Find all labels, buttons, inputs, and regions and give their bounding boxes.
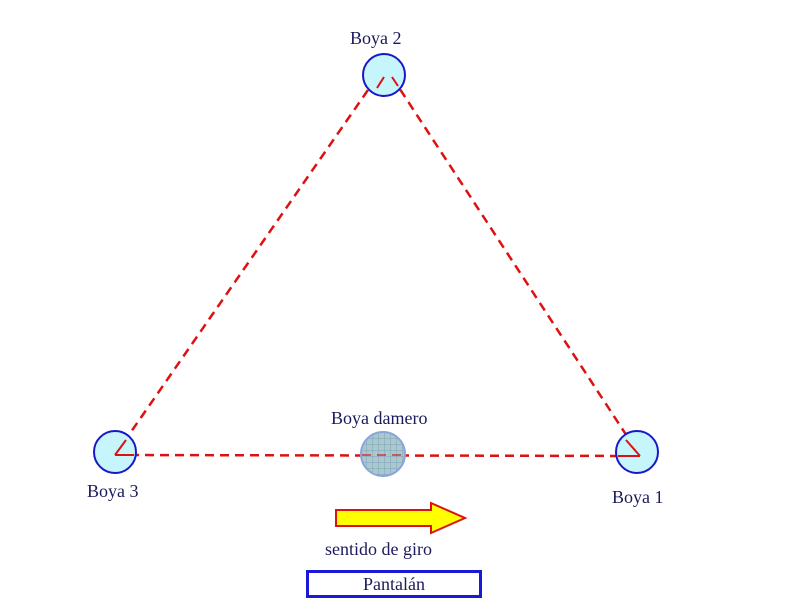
- boya-3-label: Boya 3: [87, 481, 139, 501]
- direction-label: sentido de giro: [325, 539, 432, 559]
- pantalan-box: Pantalán: [306, 570, 482, 598]
- course-line-boya3-boya2: [113, 76, 379, 456]
- boya-1-label: Boya 1: [612, 487, 664, 507]
- boya-2-marker: [362, 53, 406, 97]
- boya-2-label: Boya 2: [350, 28, 402, 48]
- pantalan-label: Pantalán: [363, 574, 425, 594]
- boya-1-marker: [615, 430, 659, 474]
- boya-damero-label: Boya damero: [331, 408, 428, 428]
- boya-damero-marker: [360, 431, 406, 477]
- boya-3-marker: [93, 430, 137, 474]
- course-line-boya2-boya1: [390, 76, 642, 457]
- direction-arrow: [335, 501, 468, 535]
